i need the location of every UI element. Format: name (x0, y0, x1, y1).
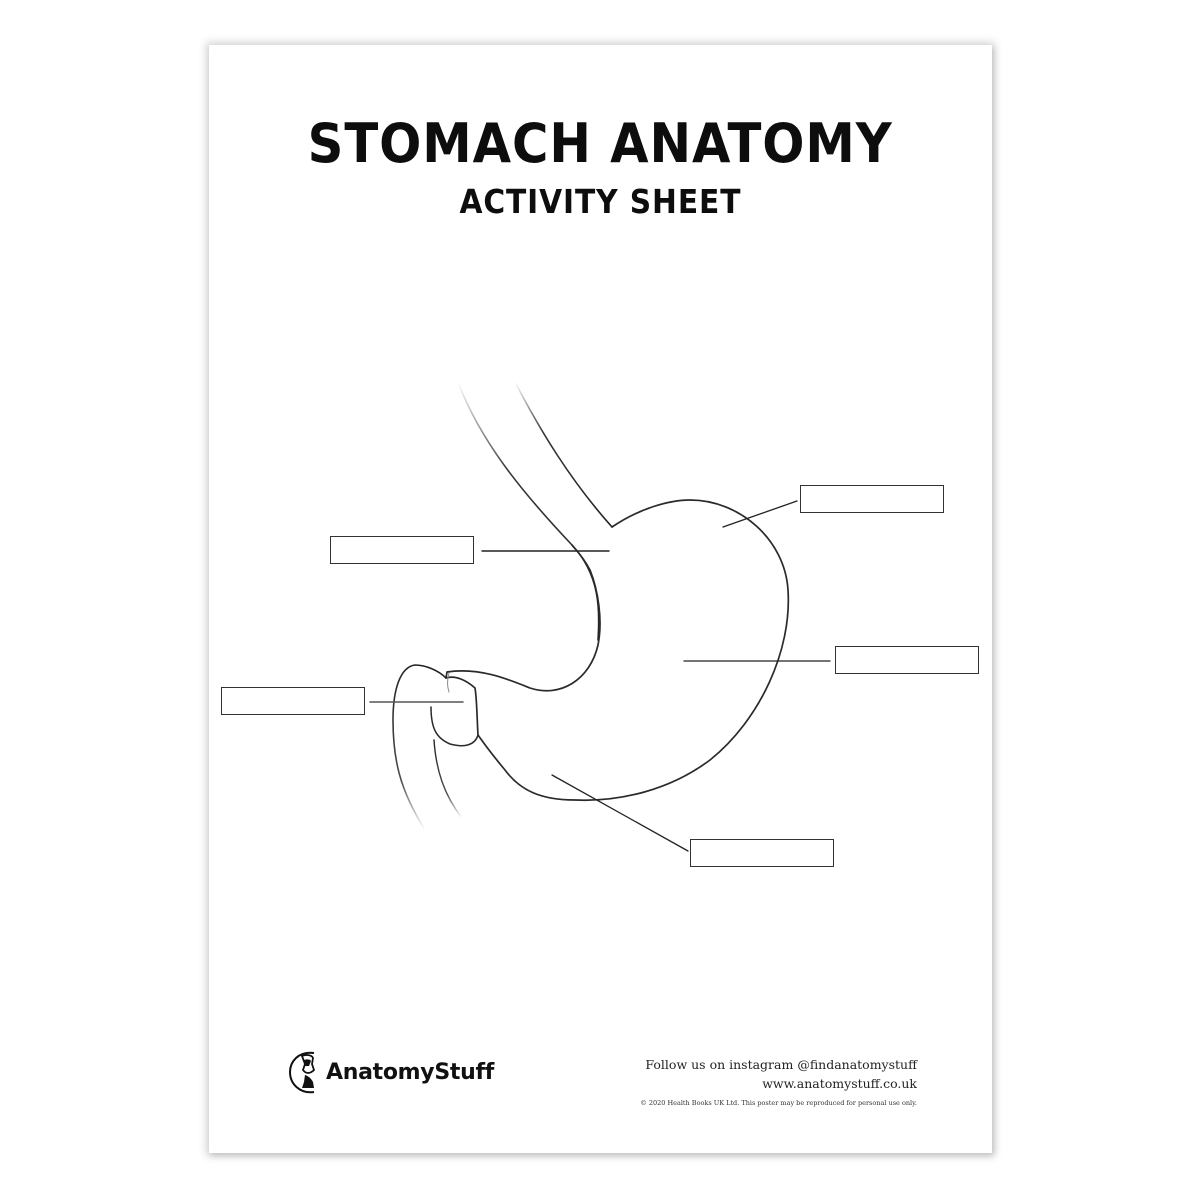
website-link[interactable]: www.anatomystuff.co.uk (762, 1076, 917, 1091)
pylorus-crease (447, 672, 450, 693)
esophagus-right-wall (514, 381, 613, 528)
leader-line-bottom (551, 774, 689, 852)
label-box-left[interactable] (221, 687, 365, 715)
footer-info: Follow us on instagram @findanatomystuff… (640, 1056, 917, 1110)
anatomy-figure-logo-icon (288, 1051, 316, 1094)
page-title: STOMACH ANATOMY (307, 112, 893, 175)
label-box-bottom[interactable] (690, 839, 834, 867)
anatomystuff-logo: AnatomyStuff (288, 1048, 494, 1096)
esophagus-left-wall (457, 381, 600, 641)
copyright-notice: © 2020 Health Books UK Ltd. This poster … (640, 1099, 917, 1107)
label-box-top-right[interactable] (800, 485, 944, 513)
instagram-text: Follow us on instagram @findanatomystuff (645, 1057, 917, 1072)
pylorus-bulge (430, 706, 479, 747)
duodenum-inner (433, 739, 463, 819)
page-subtitle: ACTIVITY SHEET (459, 182, 742, 221)
stomach-outline (445, 499, 790, 802)
activity-sheet-page (209, 45, 992, 1153)
pylorus (392, 664, 447, 831)
label-box-upper-left[interactable] (330, 536, 474, 564)
leader-line-top-right (722, 500, 798, 528)
brand-name: AnatomyStuff (326, 1059, 494, 1085)
label-box-right[interactable] (835, 646, 979, 674)
